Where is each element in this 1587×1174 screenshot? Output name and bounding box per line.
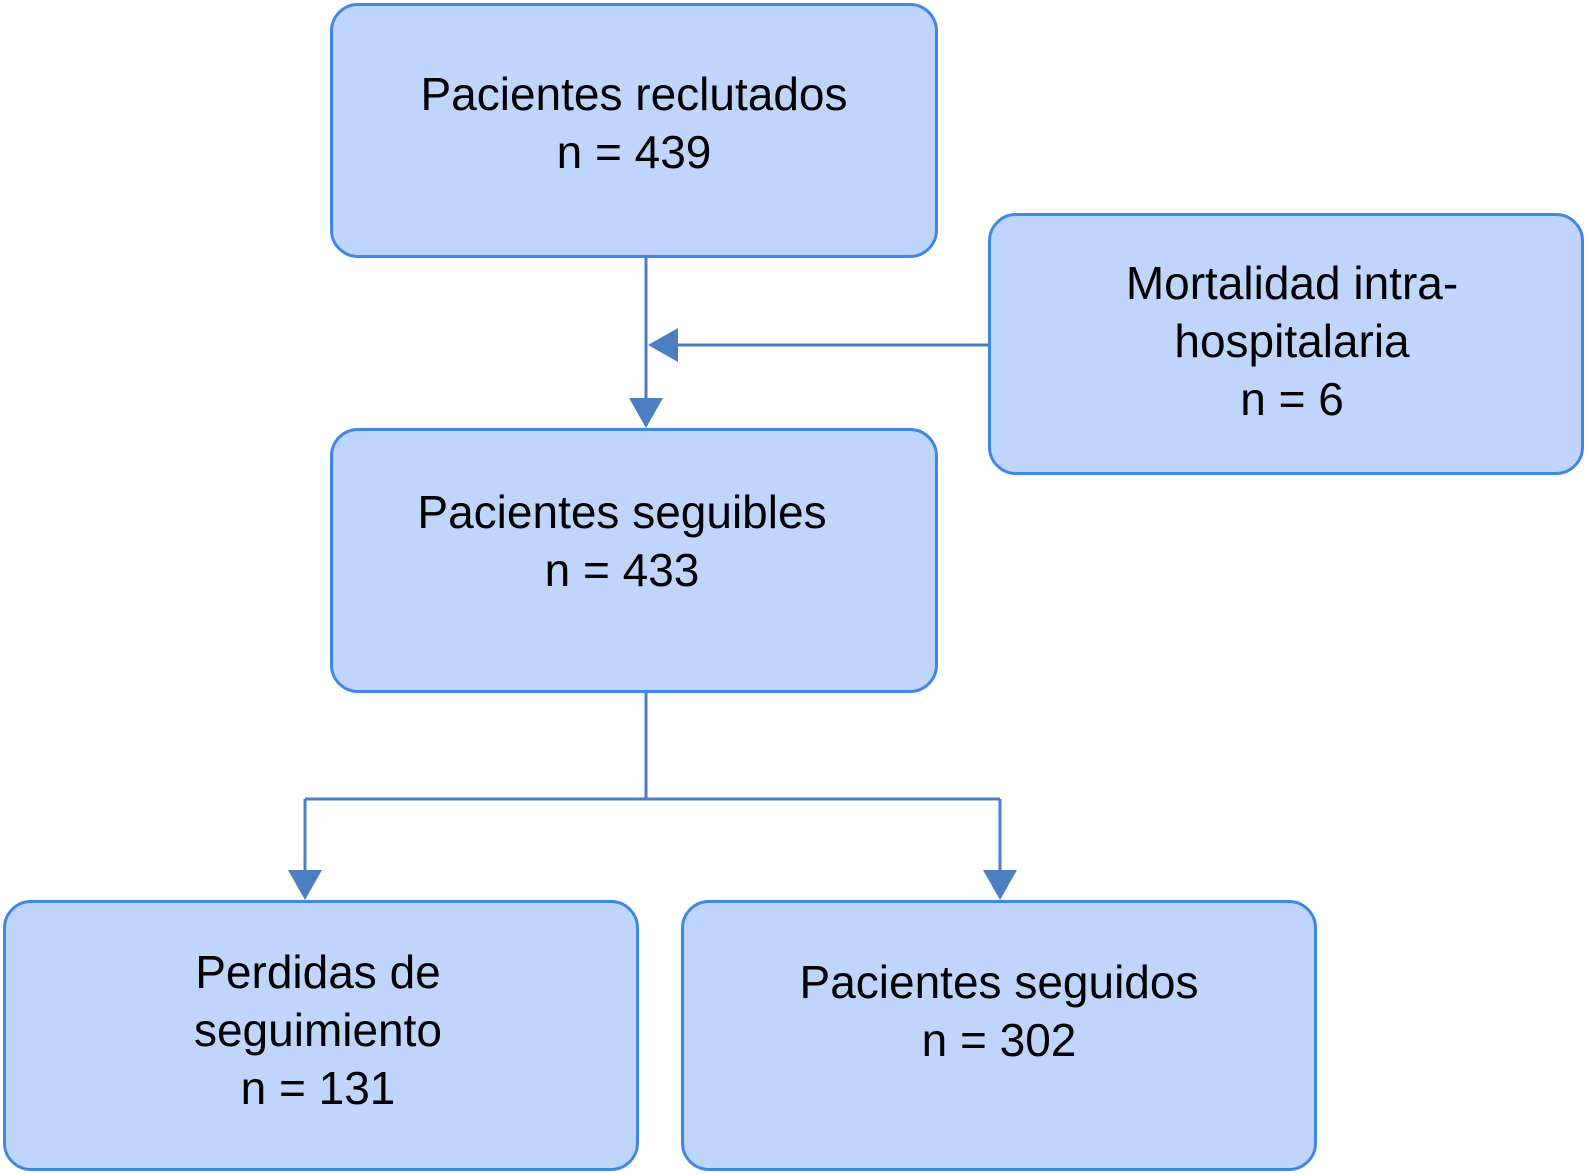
box-mortalidad-intrahospitalaria: Mortalidad intra- hospitalaria n = 6 xyxy=(988,213,1584,475)
box-label: Pacientes seguidos xyxy=(799,955,1199,1008)
box-count: n = 6 xyxy=(1240,373,1344,425)
box-pacientes-seguibles: Pacientes seguibles n = 433 xyxy=(330,428,938,693)
box-label-line2: seguimiento xyxy=(193,1003,443,1056)
box-perdidas-de-seguimiento: Perdidas de seguimiento n = 131 xyxy=(3,900,639,1171)
box-count: n = 302 xyxy=(921,1013,1077,1066)
box-pacientes-reclutados: Pacientes reclutados n = 439 xyxy=(330,3,938,258)
box-count: n = 433 xyxy=(544,543,700,596)
box-label-line1: Perdidas de xyxy=(195,945,441,998)
box-pacientes-seguidos: Pacientes seguidos n = 302 xyxy=(681,900,1317,1171)
box-count: n = 439 xyxy=(556,125,712,178)
box-label: Pacientes reclutados xyxy=(420,67,848,120)
box-label-line1: Mortalidad intra- xyxy=(1125,257,1459,309)
arrowhead-left-mortalidad xyxy=(648,328,678,362)
arrowhead-down-seguibles xyxy=(629,398,663,428)
box-label-line2: hospitalaria xyxy=(1174,315,1410,367)
box-count: n = 131 xyxy=(240,1061,396,1114)
arrowhead-down-perdidas xyxy=(288,870,322,900)
arrowhead-down-seguidos xyxy=(983,870,1017,900)
box-label: Pacientes seguibles xyxy=(417,485,827,538)
